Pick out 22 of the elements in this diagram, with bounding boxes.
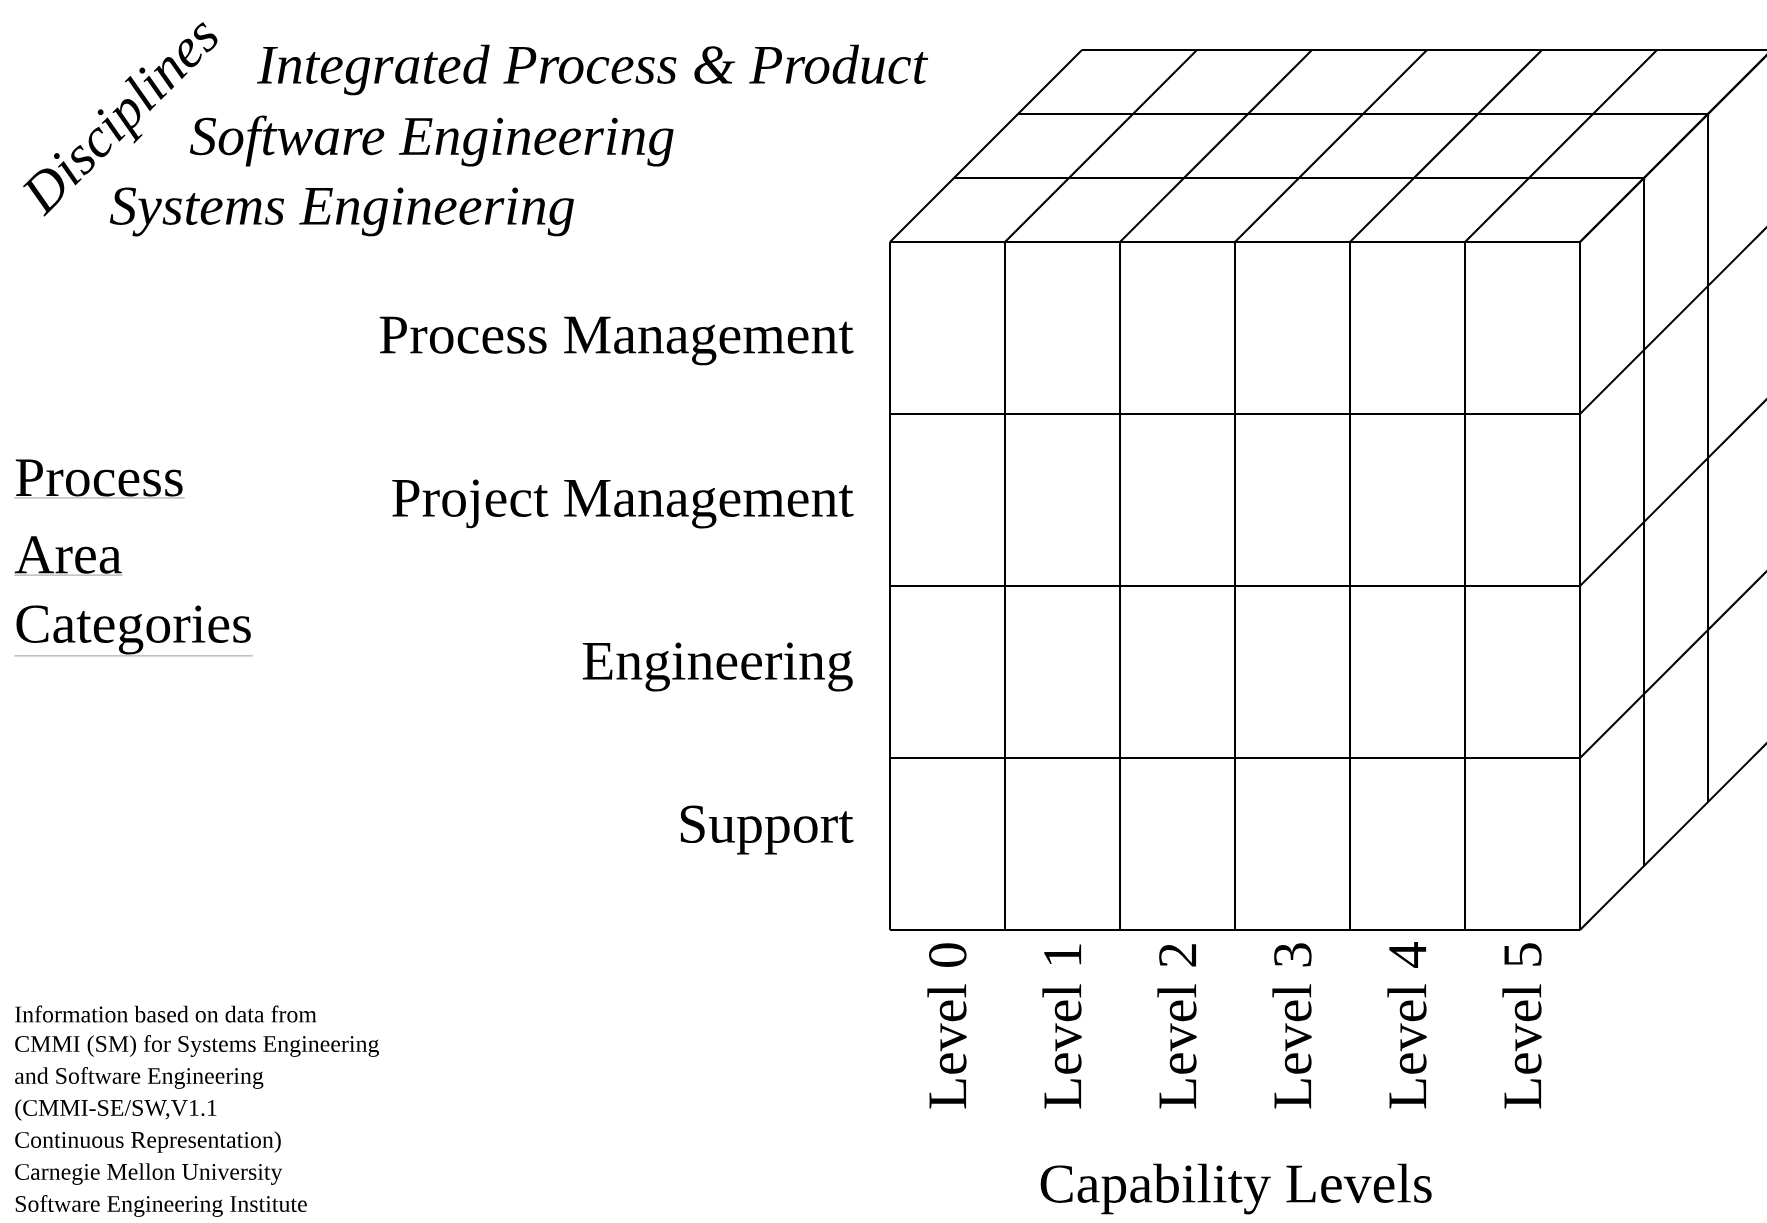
column-label: Level 4 [1387,942,1427,1109]
axis-title: Area [14,536,123,576]
column-label: Level 1 [1042,944,1082,1109]
axis-title: Process [14,459,185,499]
column-label: Level 2 [1157,944,1197,1109]
source-note: and Software Engineering [15,1067,264,1089]
source-note: (CMMI-SE/SW,V1.1 [15,1099,217,1121]
axis-title: Capability Levels [1040,1163,1432,1215]
source-note: CMMI (SM) for Systems Engineering [15,1035,380,1057]
source-note: Continuous Representation) [15,1131,281,1153]
column-label: Level 0 [927,943,967,1109]
column-label: Level 3 [1272,943,1312,1109]
row-label: Support [680,805,854,855]
axis-title: Categories [14,605,253,657]
row-label: Process Management [379,316,854,366]
source-note: Information based on data from [15,1005,317,1023]
source-note: Software Engineering Institute [15,1195,307,1217]
column-label: Level 5 [1502,943,1542,1109]
discipline-label: Integrated Process & Product [257,44,929,96]
row-label: Project Management [392,479,854,529]
source-note: Carnegie Mellon University [15,1163,283,1185]
row-label: Engineering [582,642,853,692]
